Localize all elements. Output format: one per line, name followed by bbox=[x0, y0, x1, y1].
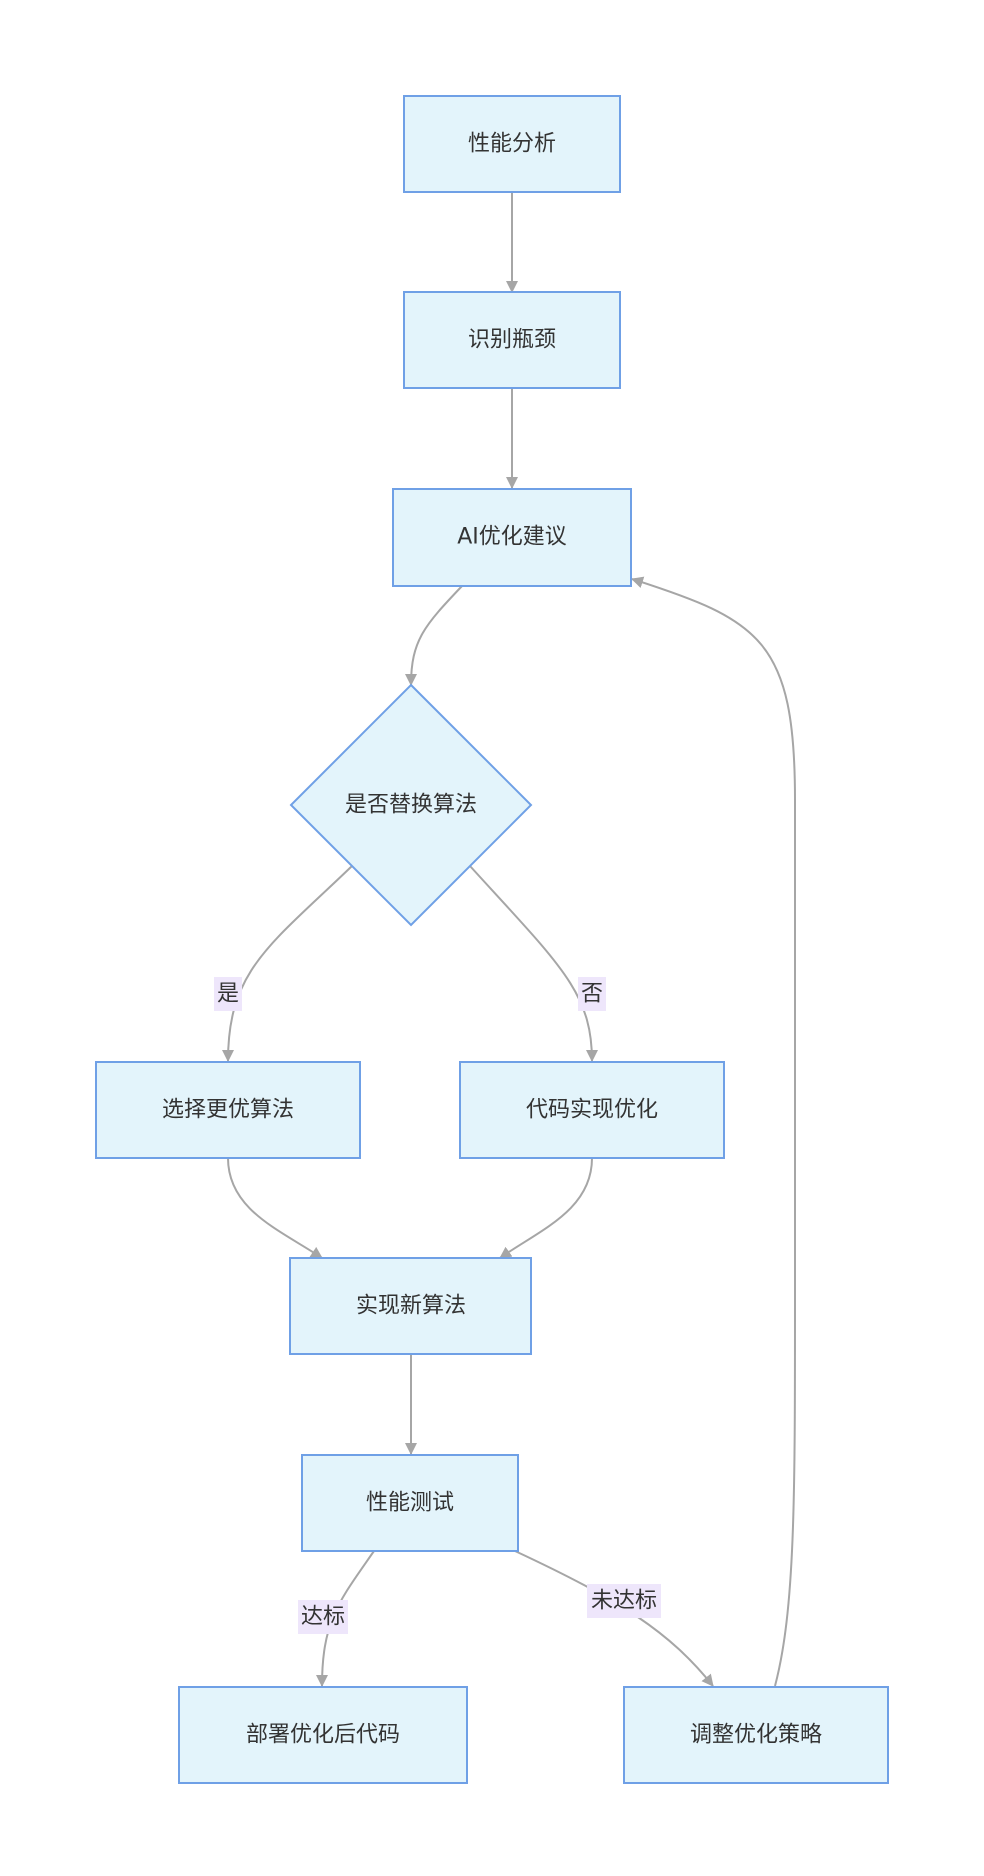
node-adjust-strategy: 调整优化策略 bbox=[623, 1686, 889, 1784]
node-choose-better-label: 选择更优算法 bbox=[162, 1098, 294, 1123]
edge-choose-better-to-implement-new bbox=[227, 1157, 323, 1259]
edge-ai-suggestion-to-replace-algorithm bbox=[405, 585, 463, 686]
edge-adjust-strategy-to-ai-suggestion bbox=[631, 576, 796, 1687]
node-implement-new: 实现新算法 bbox=[289, 1257, 532, 1355]
edge-label-pass: 达标 bbox=[298, 1600, 348, 1634]
node-deploy-label: 部署优化后代码 bbox=[246, 1723, 400, 1748]
node-perf-test-label: 性能测试 bbox=[366, 1491, 454, 1516]
edges bbox=[222, 192, 796, 1687]
edge-replace-algorithm-to-code-optimize bbox=[469, 865, 598, 1062]
node-perf-analysis-label: 性能分析 bbox=[468, 132, 556, 157]
edge-code-optimize-to-implement-new bbox=[499, 1157, 593, 1259]
edge-label-pass-text: 达标 bbox=[301, 1605, 345, 1630]
node-ai-suggestion: AI优化建议 bbox=[392, 488, 632, 587]
edge-label-yes: 是 bbox=[214, 977, 242, 1011]
node-code-optimize: 代码实现优化 bbox=[459, 1061, 725, 1159]
edge-label-no-text: 否 bbox=[581, 982, 603, 1007]
edge-label-yes-text: 是 bbox=[217, 982, 239, 1007]
node-perf-analysis: 性能分析 bbox=[403, 95, 621, 193]
node-identify-bottleneck-label: 识别瓶颈 bbox=[468, 328, 556, 353]
node-replace-algorithm-label: 是否替换算法 bbox=[345, 793, 477, 818]
edge-label-fail-text: 未达标 bbox=[591, 1589, 657, 1614]
node-adjust-strategy-label: 调整优化策略 bbox=[690, 1723, 822, 1748]
edge-perf-test-to-adjust-strategy bbox=[514, 1550, 714, 1687]
node-deploy: 部署优化后代码 bbox=[178, 1686, 468, 1784]
node-code-optimize-label: 代码实现优化 bbox=[526, 1098, 658, 1123]
node-ai-suggestion-label: AI优化建议 bbox=[457, 525, 567, 550]
edge-replace-algorithm-to-choose-better bbox=[222, 865, 353, 1062]
node-implement-new-label: 实现新算法 bbox=[356, 1294, 466, 1319]
node-identify-bottleneck: 识别瓶颈 bbox=[403, 291, 621, 389]
edge-label-no: 否 bbox=[578, 977, 606, 1011]
node-replace-algorithm-decision: 是否替换算法 bbox=[289, 683, 533, 927]
edge-label-fail: 未达标 bbox=[587, 1584, 661, 1618]
node-choose-better: 选择更优算法 bbox=[95, 1061, 361, 1159]
node-perf-test: 性能测试 bbox=[301, 1454, 519, 1552]
